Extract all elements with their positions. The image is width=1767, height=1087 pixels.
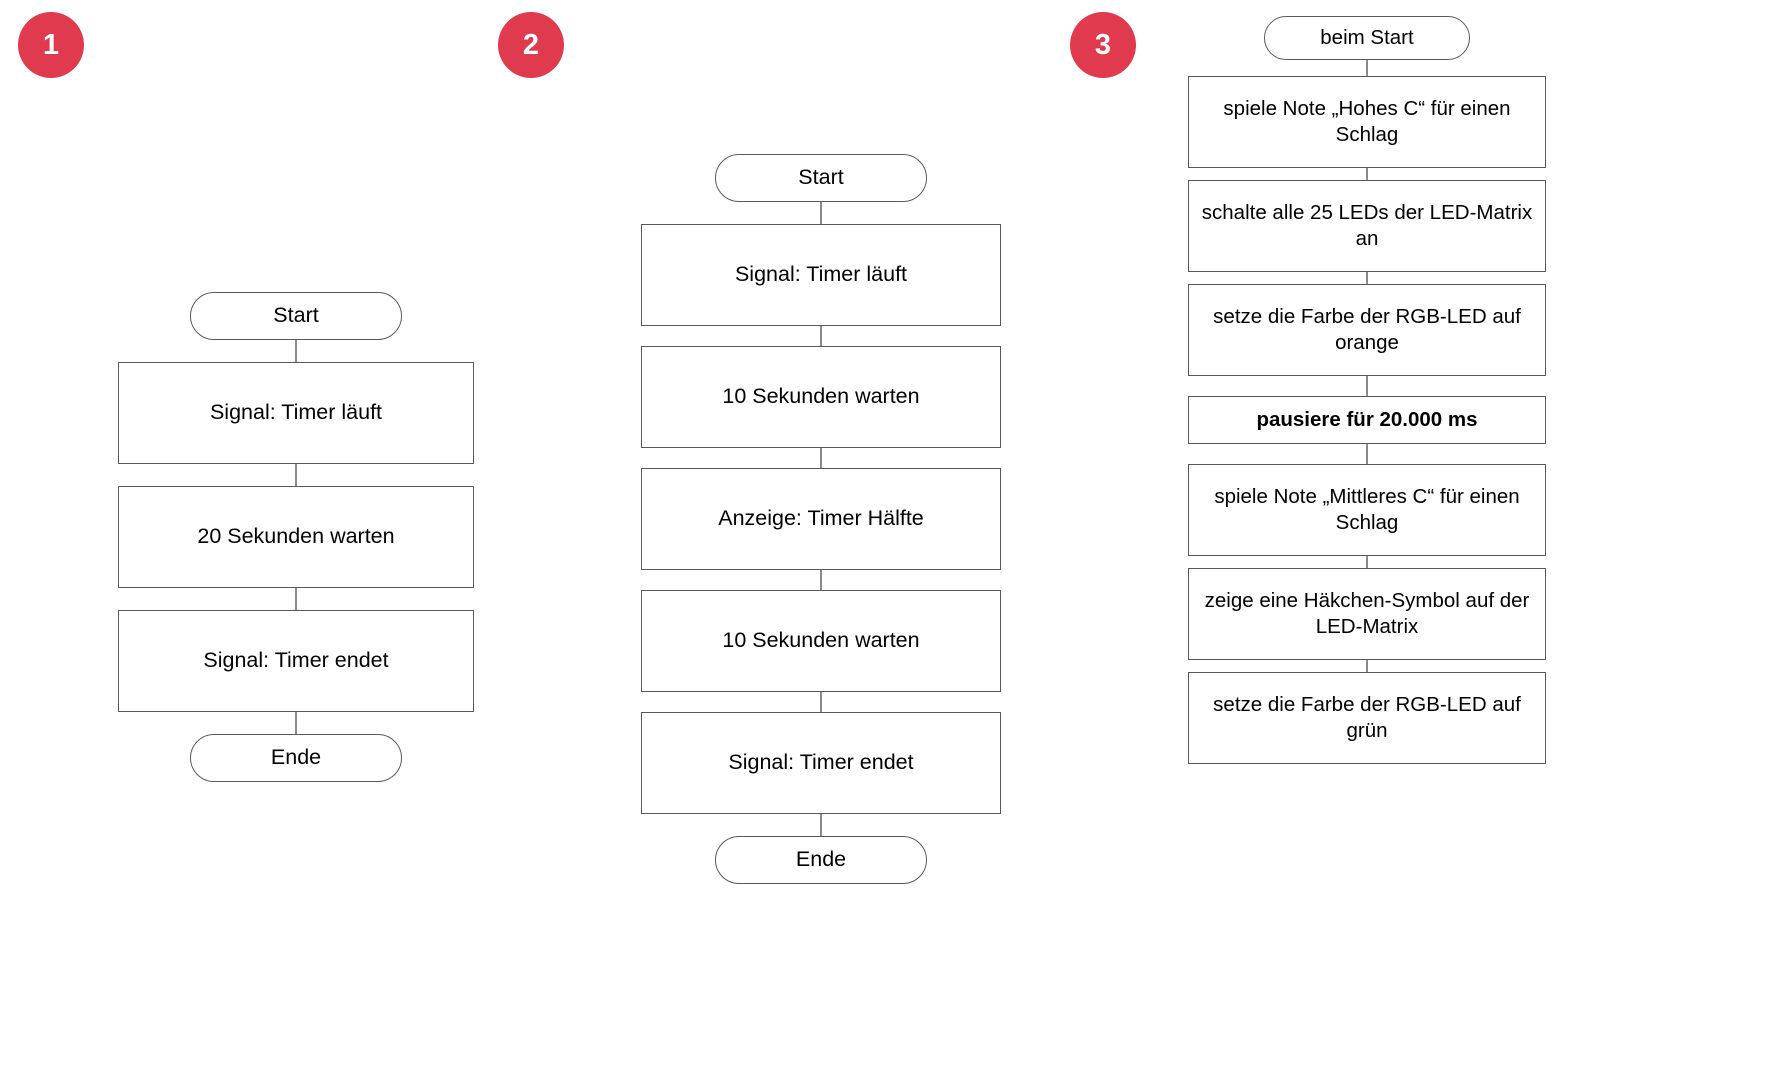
flow3-connector-3 <box>1366 272 1368 284</box>
flow3-node-play-high-c: spiele Note „Hohes C“ für einen Schlag <box>1188 76 1546 168</box>
flow2-connector-3 <box>820 448 822 468</box>
flow1-node-wait-20s: 20 Sekunden warten <box>118 486 474 588</box>
flow3-connector-5 <box>1366 444 1368 464</box>
flow2-node-wait-10s-a: 10 Sekunden warten <box>641 346 1001 448</box>
flow2-node-end: Ende <box>715 836 927 884</box>
flow3-node-show-checkmark: zeige eine Häkchen-Symbol auf der LED-Ma… <box>1188 568 1546 660</box>
flow3-node-on-start: beim Start <box>1264 16 1470 60</box>
flow2-connector-4 <box>820 570 822 590</box>
step-badge-2: 2 <box>498 12 564 78</box>
flow2-node-signal-running: Signal: Timer läuft <box>641 224 1001 326</box>
flow1-node-start: Start <box>190 292 402 340</box>
flow2-node-display-half: Anzeige: Timer Hälfte <box>641 468 1001 570</box>
flow2-node-start: Start <box>715 154 927 202</box>
flow3-node-pause-20000ms: pausiere für 20.000 ms <box>1188 396 1546 444</box>
step-badge-3-label: 3 <box>1094 28 1112 61</box>
flow3-node-play-middle-c: spiele Note „Mittleres C“ für einen Schl… <box>1188 464 1546 556</box>
flow2-connector-5 <box>820 692 822 712</box>
flow1-node-signal-end: Signal: Timer endet <box>118 610 474 712</box>
flowchart-column-1: Start Signal: Timer läuft 20 Sekunden wa… <box>118 292 474 782</box>
flow1-node-signal-running: Signal: Timer läuft <box>118 362 474 464</box>
flow2-connector-1 <box>820 202 822 224</box>
step-badge-2-label: 2 <box>522 28 540 61</box>
flowchart-column-2: Start Signal: Timer läuft 10 Sekunden wa… <box>641 154 1001 884</box>
flow1-connector-1 <box>295 340 297 362</box>
flow3-connector-7 <box>1366 660 1368 672</box>
flowchart-column-3: beim Start spiele Note „Hohes C“ für ein… <box>1188 16 1546 764</box>
flow3-connector-6 <box>1366 556 1368 568</box>
flow1-node-end: Ende <box>190 734 402 782</box>
flow2-connector-6 <box>820 814 822 836</box>
flow2-connector-2 <box>820 326 822 346</box>
step-badge-3: 3 <box>1070 12 1136 78</box>
flow3-node-leds-on: schalte alle 25 LEDs der LED-Matrix an <box>1188 180 1546 272</box>
flow1-connector-3 <box>295 588 297 610</box>
flow1-connector-2 <box>295 464 297 486</box>
flow3-connector-2 <box>1366 168 1368 180</box>
flow1-connector-4 <box>295 712 297 734</box>
flow3-node-rgb-green: setze die Farbe der RGB-LED auf grün <box>1188 672 1546 764</box>
flow2-node-signal-end: Signal: Timer endet <box>641 712 1001 814</box>
step-badge-1: 1 <box>18 12 84 78</box>
flow2-node-wait-10s-b: 10 Sekunden warten <box>641 590 1001 692</box>
flow3-connector-1 <box>1366 60 1368 76</box>
flow3-connector-4 <box>1366 376 1368 396</box>
flow3-node-rgb-orange: setze die Farbe der RGB-LED auf orange <box>1188 284 1546 376</box>
step-badge-1-label: 1 <box>42 28 60 61</box>
